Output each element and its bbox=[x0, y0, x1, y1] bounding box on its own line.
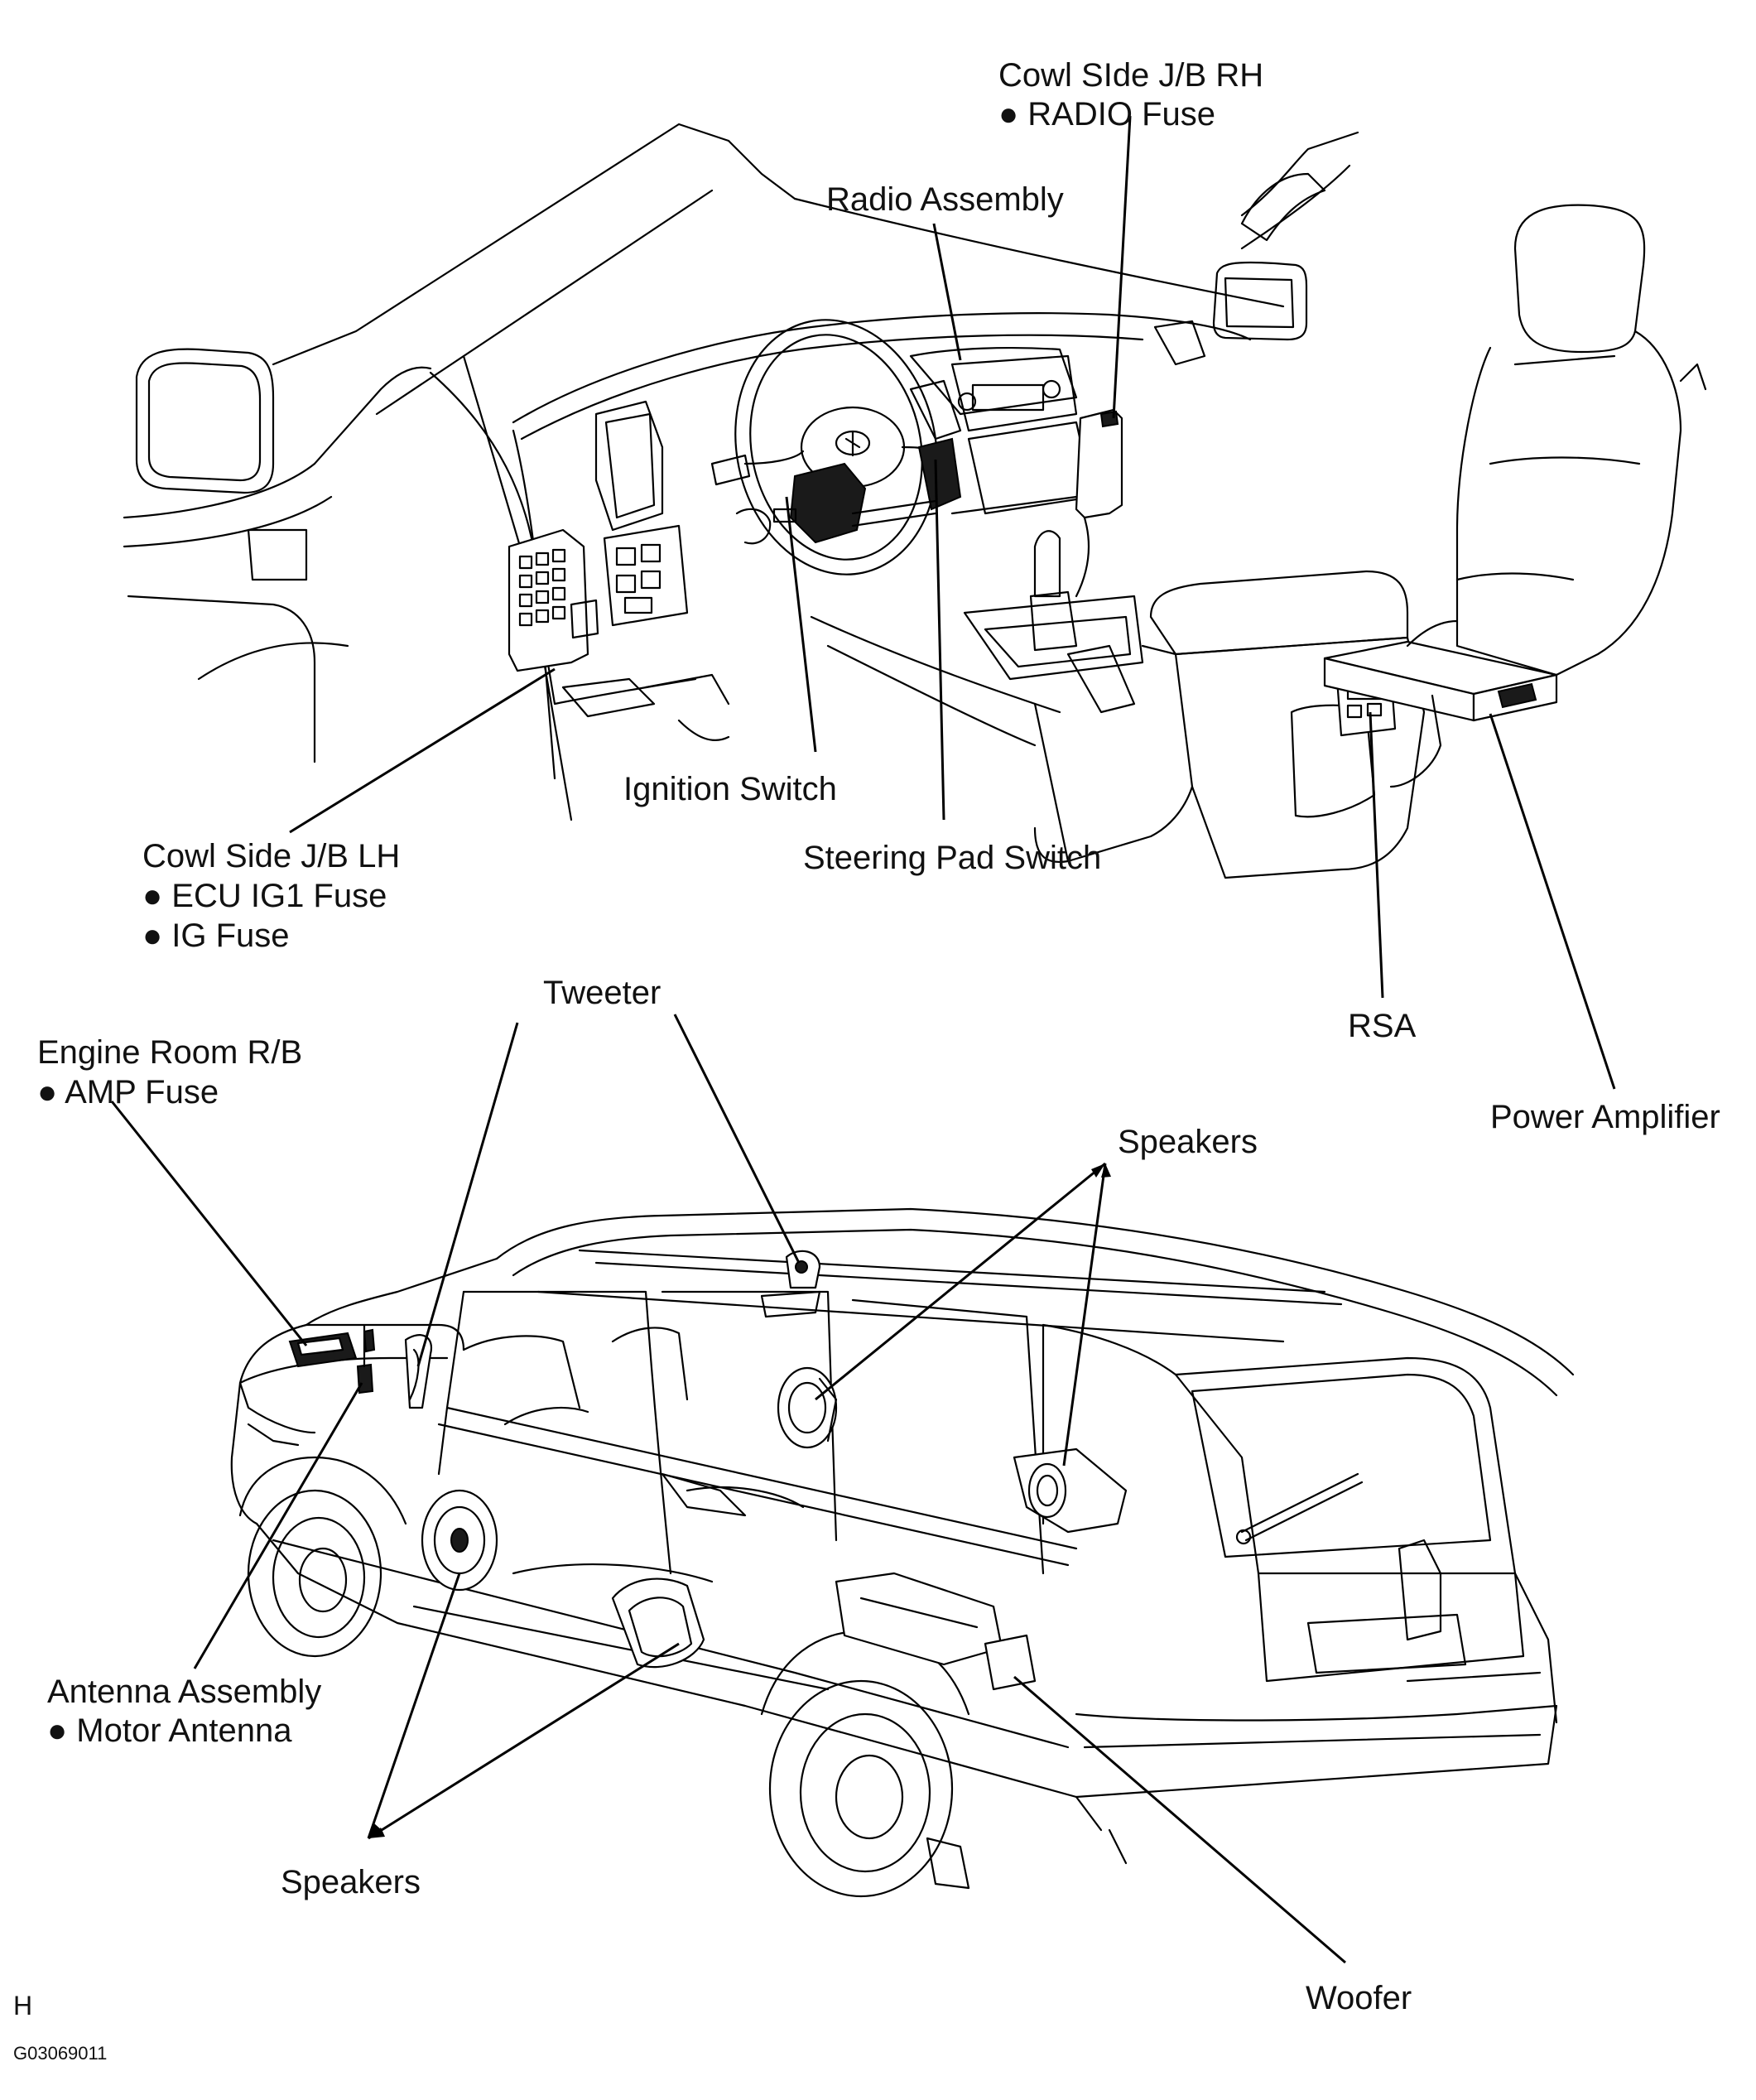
label-antenna-assembly: Antenna Assembly bbox=[47, 1674, 321, 1710]
figure-code: G03069011 bbox=[13, 2043, 107, 2064]
corner-mark: H bbox=[13, 1991, 32, 2021]
arrowheads bbox=[368, 1163, 1111, 1838]
label-ecu-ig1-fuse: ● ECU IG1 Fuse bbox=[142, 878, 387, 914]
label-motor-antenna: ● Motor Antenna bbox=[47, 1712, 292, 1749]
label-radio-assembly: Radio Assembly bbox=[826, 181, 1064, 218]
label-cowl-side-jb-lh: Cowl Side J/B LH bbox=[142, 838, 400, 874]
label-speakers-lower: Speakers bbox=[281, 1864, 421, 1900]
leader-lines bbox=[110, 115, 1616, 1964]
label-engine-room-rb: Engine Room R/B bbox=[37, 1034, 302, 1071]
label-power-amplifier: Power Amplifier bbox=[1490, 1099, 1720, 1135]
fuse-grid bbox=[518, 548, 566, 627]
label-amp-fuse: ● AMP Fuse bbox=[37, 1074, 219, 1110]
label-speakers-upper: Speakers bbox=[1118, 1124, 1258, 1160]
label-tweeter: Tweeter bbox=[543, 975, 661, 1011]
label-cowl-side-jb-rh: Cowl SIde J/B RH bbox=[998, 57, 1263, 94]
label-ignition-switch: Ignition Switch bbox=[623, 771, 837, 807]
label-radio-fuse: ● RADIO Fuse bbox=[998, 96, 1215, 132]
label-ig-fuse: ● IG Fuse bbox=[142, 918, 290, 954]
vehicle-illustration bbox=[230, 1207, 1575, 1898]
label-rsa: RSA bbox=[1348, 1008, 1417, 1044]
callout-labels: Cowl SIde J/B RH ● RADIO Fuse Radio Asse… bbox=[13, 57, 1720, 2064]
label-steering-pad-switch: Steering Pad Switch bbox=[803, 840, 1101, 876]
label-woofer: Woofer bbox=[1306, 1980, 1412, 2016]
interior-dashboard-illustration bbox=[123, 123, 1707, 879]
